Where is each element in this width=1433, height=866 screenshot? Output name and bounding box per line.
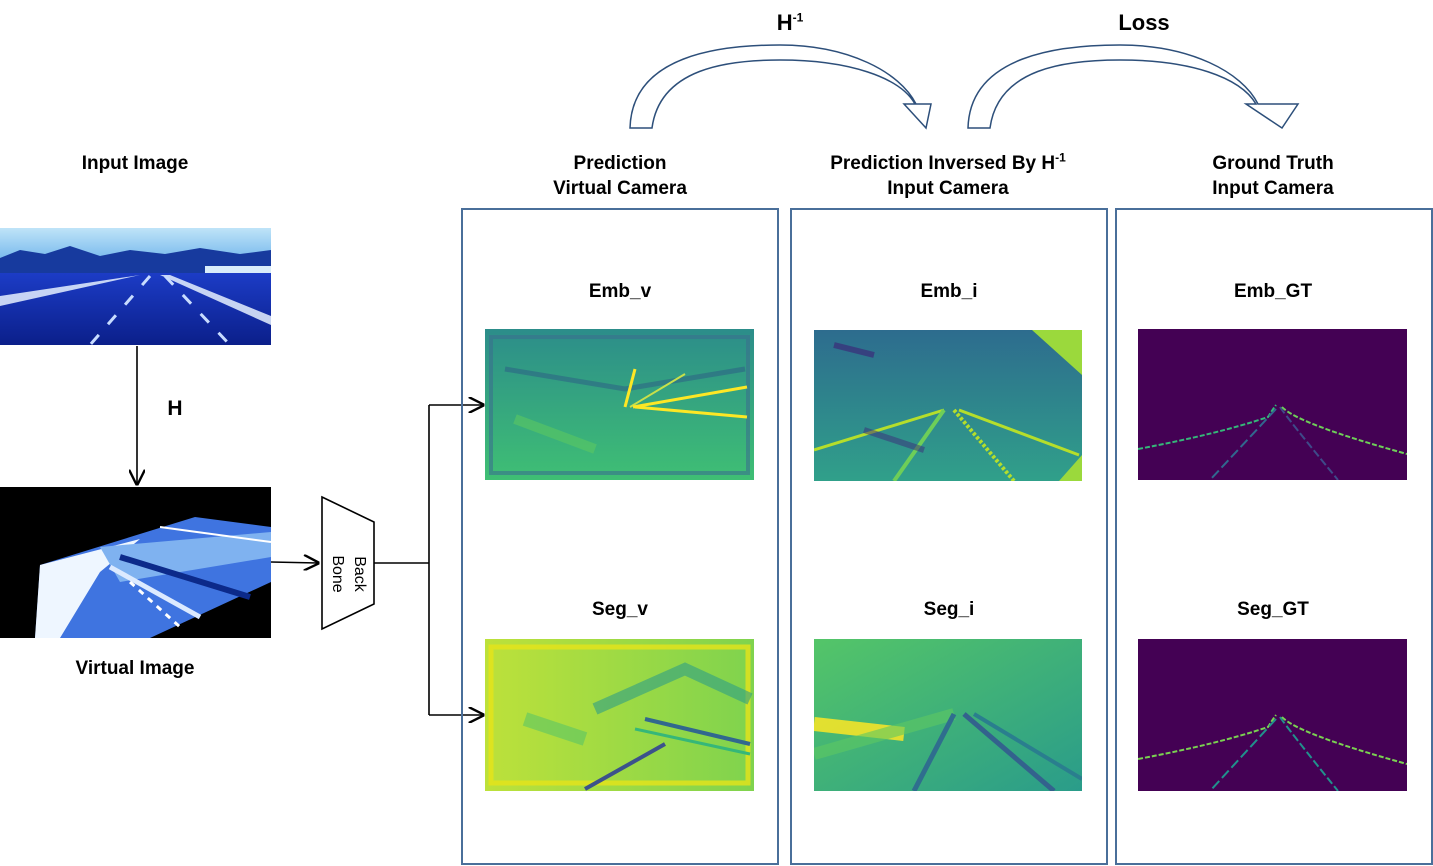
loss-curved-arrow bbox=[967, 44, 1300, 130]
input-image bbox=[0, 228, 271, 345]
h-label: H bbox=[167, 397, 183, 420]
seg-gt-label: Seg_GT bbox=[1237, 599, 1309, 620]
prediction-virtual-title: Prediction Virtual Camera bbox=[553, 153, 687, 199]
prediction-virtual-panel bbox=[461, 208, 779, 865]
virtual-image bbox=[0, 487, 271, 638]
backbone-block bbox=[321, 495, 375, 631]
seg-v-label: Seg_v bbox=[592, 599, 648, 620]
emb-i-label: Emb_i bbox=[920, 281, 978, 302]
prediction-inversed-panel bbox=[790, 208, 1108, 865]
emb-gt-map bbox=[1138, 329, 1407, 480]
seg-i-label: Seg_i bbox=[923, 599, 975, 620]
emb-v-label: Emb_v bbox=[588, 281, 652, 302]
prediction-inversed-title: Prediction Inversed By H-1 Input Camera bbox=[830, 150, 1066, 199]
seg-i-map bbox=[814, 639, 1082, 791]
backbone-split-connector bbox=[374, 405, 430, 715]
seg-v-map bbox=[485, 639, 754, 791]
emb-i-map bbox=[814, 330, 1082, 481]
inverse-h-label: H-1 bbox=[776, 10, 804, 35]
virtual-to-backbone-arrow bbox=[270, 562, 318, 563]
inverse-h-curved-arrow bbox=[629, 44, 932, 130]
ground-truth-panel bbox=[1115, 208, 1433, 865]
loss-label: Loss bbox=[1118, 10, 1170, 35]
seg-gt-map bbox=[1138, 639, 1407, 791]
emb-v-map bbox=[485, 329, 754, 480]
virtual-image-caption: Virtual Image bbox=[75, 658, 195, 679]
input-image-caption: Input Image bbox=[81, 153, 189, 174]
emb-gt-label: Emb_GT bbox=[1233, 281, 1313, 302]
ground-truth-title: Ground Truth Input Camera bbox=[1212, 153, 1334, 199]
